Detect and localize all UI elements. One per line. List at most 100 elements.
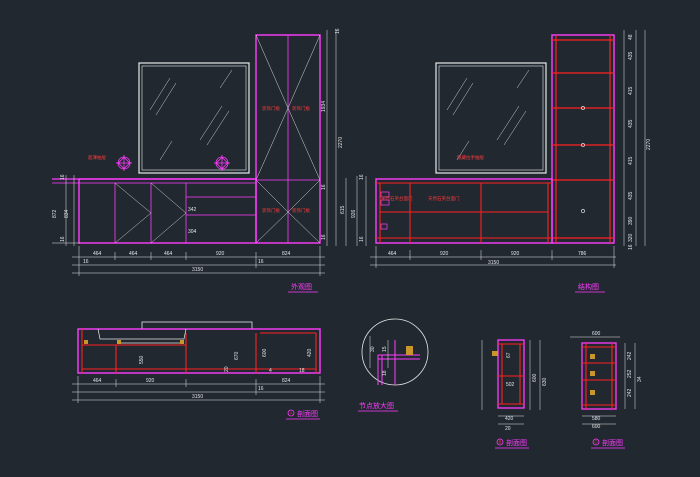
section-c-marker <box>592 438 600 446</box>
structure-drawer-detail <box>380 191 390 230</box>
structure-mirror-hatch <box>446 69 530 161</box>
section-b-body <box>497 339 525 409</box>
section-a-view: 550 670 20 600 420 4 18 464 920 16 824 3… <box>72 321 325 420</box>
section-a-dim-v4: 600 <box>262 348 268 357</box>
section-c-dim-lines <box>570 336 636 425</box>
elevation-left-vdim-3: 834 <box>64 209 70 218</box>
section-c-body <box>581 342 617 410</box>
elevation-note-3: 装饰门板 <box>292 105 310 112</box>
elevation-left-vdim-4: 16 <box>60 236 66 242</box>
section-b-internal <box>498 343 524 405</box>
structure-dim-lines <box>356 30 646 268</box>
section-b-marker <box>496 438 504 446</box>
elevation-right-vdim-1: 16 <box>335 28 341 34</box>
structure-right-vdim-8: 320 <box>628 233 634 242</box>
structure-right-vdim-6: 435 <box>628 191 634 200</box>
section-b-vdim-1: 630 <box>542 377 548 386</box>
section-a-hardware <box>84 340 184 344</box>
structure-right-vdim-4: 435 <box>628 119 634 128</box>
elevation-note-4: 装饰门板 <box>262 207 280 214</box>
structure-dim-3: 920 <box>511 251 520 257</box>
node-detail-view: 30 15 18 节点放大图 <box>358 318 429 412</box>
structure-mirror-inner <box>438 65 544 171</box>
section-c-dim-3: 252 <box>627 369 633 378</box>
section-c-hardware <box>590 354 595 395</box>
elevation-right-vdim-3: 2270 <box>338 137 344 148</box>
elevation-top-dim-5: 16 <box>258 259 264 265</box>
base-cabinet <box>78 178 257 244</box>
section-c-marker-letter: C <box>595 440 599 445</box>
section-a-dim-v1: 550 <box>139 355 145 364</box>
elevation-top-dim-2: 464 <box>129 251 138 257</box>
section-a-dim-3: 16 <box>258 386 264 392</box>
structure-total-dim: 3150 <box>488 260 499 266</box>
section-a-marker <box>287 409 295 417</box>
section-a-total-dim: 3150 <box>192 394 203 400</box>
structure-note-2: 天然石英台面门 <box>381 195 413 202</box>
base-door-swing-lines <box>114 182 187 244</box>
section-a-body <box>77 328 321 374</box>
structure-tall-shelves <box>552 35 614 243</box>
light-fixture-symbol-right <box>214 155 230 171</box>
structure-right-vdim-2: 435 <box>628 51 634 60</box>
section-b-title: 剖面图 <box>506 438 527 447</box>
section-b-hardware <box>492 351 498 356</box>
structure-dim-2: 920 <box>440 251 449 257</box>
section-a-dim-4: 824 <box>282 378 291 384</box>
elevation-top-dim-6: 824 <box>282 251 291 257</box>
structure-left-vdim-3: 16 <box>359 236 365 242</box>
structure-note-1: 隐藏拉手抽屉 <box>457 154 484 161</box>
mirror-inner <box>141 65 247 171</box>
section-b-marker-letter: B <box>499 440 502 445</box>
structure-tall-cabinet <box>551 34 615 244</box>
section-c-dim-4: 242 <box>627 388 633 397</box>
section-c-view: 600 242 252 242 580 600 34 C 剖面图 <box>570 331 643 449</box>
node-detail-hardware <box>406 346 413 355</box>
structure-note-3: 天然石英台面门 <box>428 195 460 202</box>
elevation-note-5: 装饰门板 <box>292 207 310 214</box>
section-a-dim-lines <box>72 376 325 403</box>
elevation-top-dim-1: 464 <box>93 251 102 257</box>
structure-left-vdim-1: 16 <box>359 174 365 180</box>
section-b-dim-1: 67 <box>506 352 512 358</box>
elevation-right-vdim-5: 615 <box>340 205 346 214</box>
base-doors <box>114 183 256 243</box>
section-a-dim-v7: 18 <box>299 368 305 374</box>
elevation-top-dim-7: 16 <box>83 259 89 265</box>
section-a-dim-v6: 4 <box>269 368 272 374</box>
section-c-dim-7: 34 <box>637 376 643 382</box>
elevation-inner-dim-2: 304 <box>188 229 197 235</box>
elevation-note-1: 超薄抽屉 <box>88 154 106 161</box>
section-a-title: 剖面图 <box>297 409 318 418</box>
structure-right-vdim-9: 16 <box>628 244 634 250</box>
section-a-internal <box>81 329 317 373</box>
elevation-inner-dim-1: 342 <box>188 207 197 213</box>
elevation-title: 外观图 <box>291 282 312 291</box>
node-detail-dim-1: 30 <box>370 346 376 352</box>
elevation-note-2: 装饰门板 <box>262 105 280 112</box>
structure-right-vdim-7: 390 <box>628 216 634 225</box>
elevation-total-dim: 3150 <box>192 267 203 273</box>
section-a-dim-v3: 20 <box>224 366 230 372</box>
node-detail-title: 节点放大图 <box>359 401 394 410</box>
elevation-left-vdim-1: 16 <box>60 174 66 180</box>
elevation-bottom-dim-lines <box>72 246 325 276</box>
section-a-dim-v2: 670 <box>234 351 240 360</box>
structure-base-internal <box>376 182 552 243</box>
elevation-right-vdim-2: 1934 <box>321 101 327 112</box>
node-detail-dim-2: 15 <box>382 346 388 352</box>
section-a-dim-2: 920 <box>146 378 155 384</box>
elevation-left-vdim-2: 872 <box>52 209 58 218</box>
section-b-dim-lines <box>481 340 541 425</box>
structure-mirror-frame <box>435 62 547 174</box>
section-c-dim-1: 600 <box>592 331 601 337</box>
light-fixture-symbol-left <box>116 155 132 171</box>
structure-right-vdim-3: 415 <box>628 86 634 95</box>
section-c-dim-5: 580 <box>592 416 601 422</box>
section-c-title: 剖面图 <box>602 438 623 447</box>
tall-door-swing-lines <box>255 34 321 244</box>
section-c-dim-2: 242 <box>627 351 633 360</box>
structure-right-vdim-1: 48 <box>628 34 634 40</box>
structure-view: 隐藏拉手抽屉 天然石英台面门 天然石英台面门 464 920 920 786 3… <box>351 30 652 293</box>
